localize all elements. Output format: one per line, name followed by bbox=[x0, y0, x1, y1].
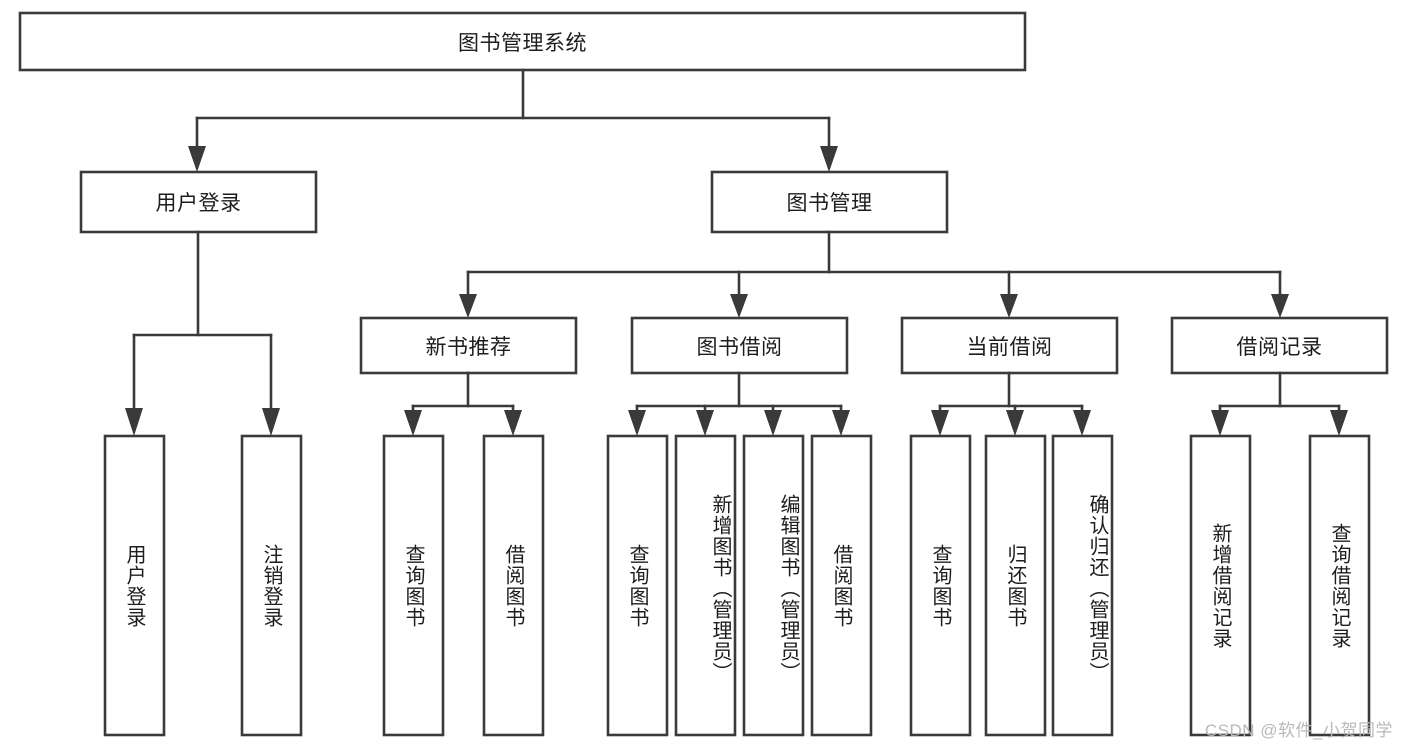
node-box-leaf-query-record[interactable] bbox=[1308, 434, 1371, 737]
node-box-leaf-query-book-1[interactable] bbox=[382, 434, 445, 737]
node-box-leaf-add-book[interactable] bbox=[674, 434, 737, 737]
arrow-head-new-book-recommend bbox=[459, 294, 477, 318]
node-box-new-book-recommend[interactable] bbox=[359, 316, 578, 375]
node-box-leaf-query-book-3[interactable] bbox=[909, 434, 972, 737]
arrow-head-user-login bbox=[188, 146, 206, 172]
arrow-head-borrow-record bbox=[1271, 294, 1289, 318]
arrow-head-leaf-borrow-book-2 bbox=[832, 410, 850, 436]
arrow-head-leaf-user-login bbox=[125, 408, 143, 436]
node-box-leaf-return-book[interactable] bbox=[984, 434, 1047, 737]
node-box-leaf-borrow-book-1[interactable] bbox=[482, 434, 545, 737]
node-box-leaf-borrow-book-2[interactable] bbox=[810, 434, 873, 737]
arrow-head-leaf-query-book-3 bbox=[931, 410, 949, 436]
arrow-head-current-borrow bbox=[1000, 294, 1018, 318]
node-box-book-borrow[interactable] bbox=[630, 316, 849, 375]
node-box-leaf-query-book-2[interactable] bbox=[606, 434, 669, 737]
node-box-leaf-confirm-return[interactable] bbox=[1051, 434, 1114, 737]
arrow-head-book-borrow bbox=[730, 294, 748, 318]
node-box-leaf-logout-login[interactable] bbox=[240, 434, 303, 737]
node-box-root[interactable] bbox=[18, 11, 1027, 72]
arrow-head-leaf-logout-login bbox=[262, 408, 280, 436]
node-box-user-login[interactable] bbox=[79, 170, 318, 234]
arrow-head-leaf-query-record bbox=[1330, 410, 1348, 436]
node-box-current-borrow[interactable] bbox=[900, 316, 1119, 375]
arrow-head-leaf-query-book-2 bbox=[628, 410, 646, 436]
arrow-head-leaf-add-book bbox=[696, 410, 714, 436]
node-box-borrow-record[interactable] bbox=[1170, 316, 1389, 375]
arrow-head-book-management bbox=[820, 146, 838, 172]
arrow-head-leaf-borrow-book-1 bbox=[504, 410, 522, 436]
node-box-book-management[interactable] bbox=[710, 170, 949, 234]
arrow-head-leaf-add-record bbox=[1211, 410, 1229, 436]
node-box-leaf-add-record[interactable] bbox=[1189, 434, 1252, 737]
arrow-head-leaf-return-book bbox=[1006, 410, 1024, 436]
arrow-head-leaf-confirm-return bbox=[1073, 410, 1091, 436]
node-box-leaf-user-login[interactable] bbox=[103, 434, 166, 737]
csdn-watermark: CSDN @软件_小贺同学 bbox=[1204, 721, 1393, 740]
node-box-leaf-edit-book[interactable] bbox=[742, 434, 805, 737]
arrow-head-leaf-query-book-1 bbox=[404, 410, 422, 436]
arrow-head-leaf-edit-book bbox=[764, 410, 782, 436]
